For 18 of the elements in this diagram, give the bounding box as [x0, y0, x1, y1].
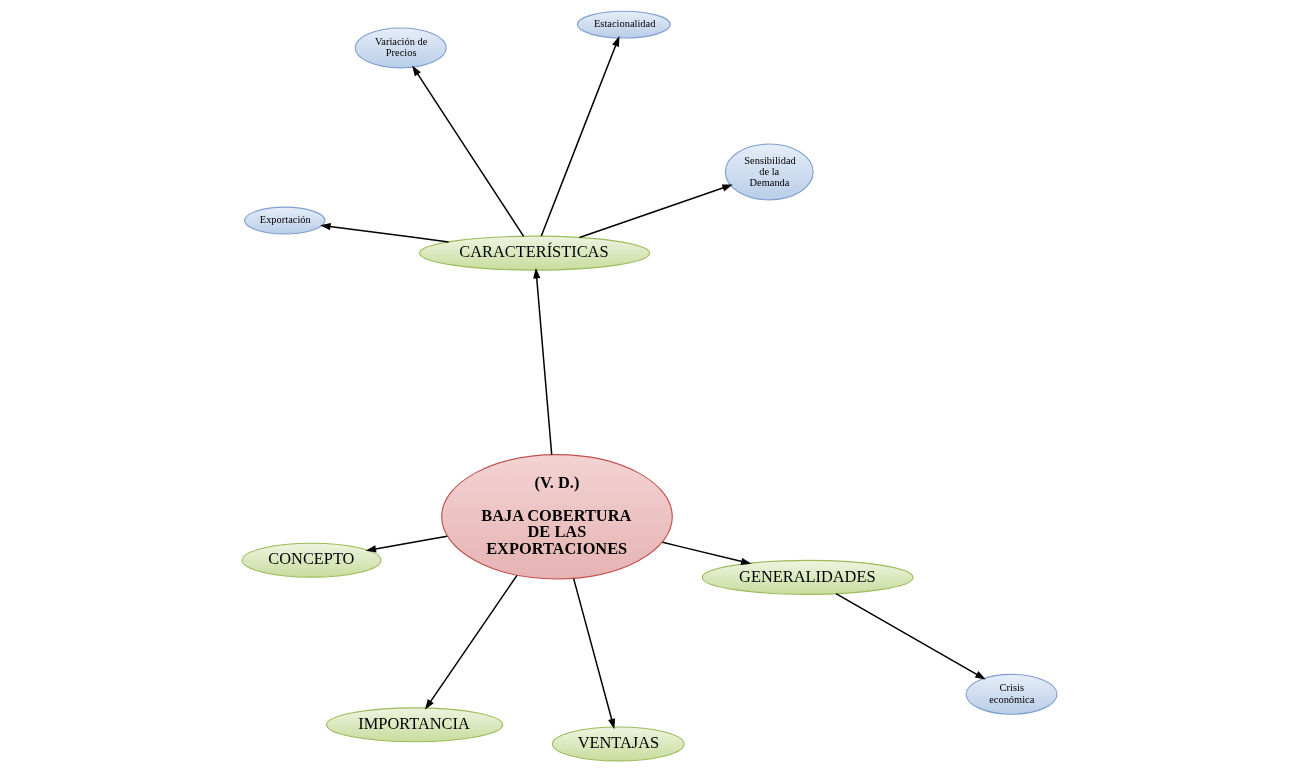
node-ellipse: IMPORTANCIA [325, 707, 503, 743]
arrow [578, 184, 733, 239]
node-ellipse: (V. D.) BAJA COBERTURA DE LAS EXPORTACIONES [440, 454, 673, 580]
arrow [834, 592, 986, 680]
arrow [540, 36, 619, 237]
arrow [661, 541, 751, 565]
node-ellipse: Estacionalidad [576, 10, 671, 39]
arrow [365, 535, 448, 553]
arrow [424, 574, 518, 710]
node-ellipse: Variación de Precios [354, 27, 447, 69]
arrow [411, 65, 524, 238]
arrow [532, 267, 552, 456]
node-ellipse: VENTAJAS [551, 726, 685, 762]
arrow [572, 577, 615, 730]
node-ellipse: Exportación [243, 206, 325, 235]
arrow [319, 222, 449, 243]
node-ellipse: Sensibilidad de la Demanda [724, 143, 814, 201]
node-ellipse: CARACTERÍSTICAS [418, 235, 650, 271]
